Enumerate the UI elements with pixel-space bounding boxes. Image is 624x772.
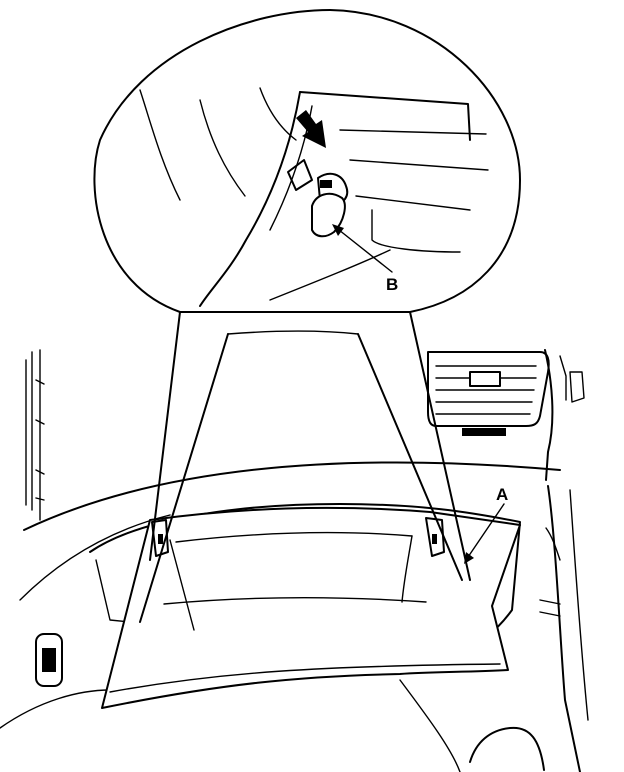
glove-box-frame-top (299, 91, 471, 141)
console-clip (559, 355, 585, 403)
bubble-contour-2 (199, 99, 246, 197)
callout-b: B (332, 224, 398, 294)
cone-left-outer (149, 311, 181, 561)
callout-b-leader (333, 225, 393, 273)
callout-a: A (464, 485, 508, 564)
lower-console (469, 726, 545, 771)
left-panel-clips (35, 379, 45, 501)
glove-box-door (101, 506, 521, 709)
direction-arrow (296, 110, 326, 148)
cone-right-outer (409, 311, 471, 581)
console-edge (544, 349, 554, 481)
callout-a-arrowhead (464, 552, 474, 564)
door-latch-slot (42, 648, 56, 672)
cone-left-inner (139, 333, 229, 623)
console-side-inner (569, 489, 589, 721)
cone-top-edge (227, 330, 359, 335)
door-slot (287, 159, 313, 191)
cone-right-inner (357, 333, 463, 581)
frame-lower (371, 209, 461, 253)
frame-ribs (339, 129, 489, 211)
dashboard-lower-contour (0, 689, 111, 729)
console-side (547, 485, 581, 772)
detail-cone (139, 311, 471, 623)
callout-a-leader (465, 503, 505, 561)
detail-bubble (93, 9, 521, 313)
left-door-panel (25, 349, 41, 521)
bubble-lower-line (269, 249, 391, 301)
bubble-contour-1 (139, 89, 181, 201)
callout-a-label: A (496, 485, 508, 504)
glove-box-door-edge (199, 91, 301, 307)
callout-b-label: B (386, 275, 398, 294)
dashboard-top-line (23, 461, 561, 531)
floor-contour (399, 679, 461, 772)
air-vent (427, 351, 550, 436)
callout-b-arrowhead (332, 224, 344, 236)
dashboard-scene (0, 349, 589, 772)
bubble-contour-3 (259, 87, 297, 141)
console-wiring (539, 527, 561, 617)
glove-box-opening-inner (95, 559, 131, 623)
